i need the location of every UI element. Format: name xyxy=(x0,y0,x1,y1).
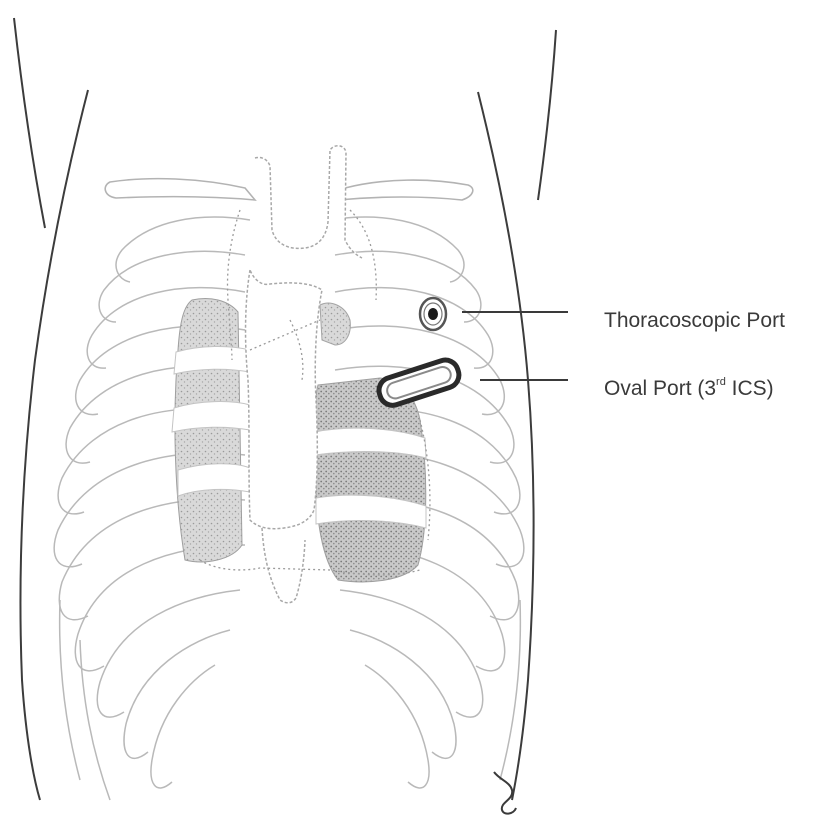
label-oval-port-sup: rd xyxy=(716,376,726,388)
label-thoracoscopic-port: Thoracoscopic Port xyxy=(604,310,785,331)
thoracoscopic-port xyxy=(420,298,446,330)
body-outline-left-upper xyxy=(14,18,45,228)
lower-mark xyxy=(494,772,516,814)
label-oval-port: Oval Port (3rd ICS) xyxy=(604,377,774,399)
label-oval-port-suffix: ICS) xyxy=(726,377,774,400)
body-outline-right-upper xyxy=(538,30,556,200)
lung-left xyxy=(175,299,242,562)
label-oval-port-prefix: Oval Port (3 xyxy=(604,377,716,400)
body-outline-left-arm xyxy=(21,90,88,800)
body-outline-right-arm xyxy=(478,92,534,800)
oval-port xyxy=(376,357,463,409)
